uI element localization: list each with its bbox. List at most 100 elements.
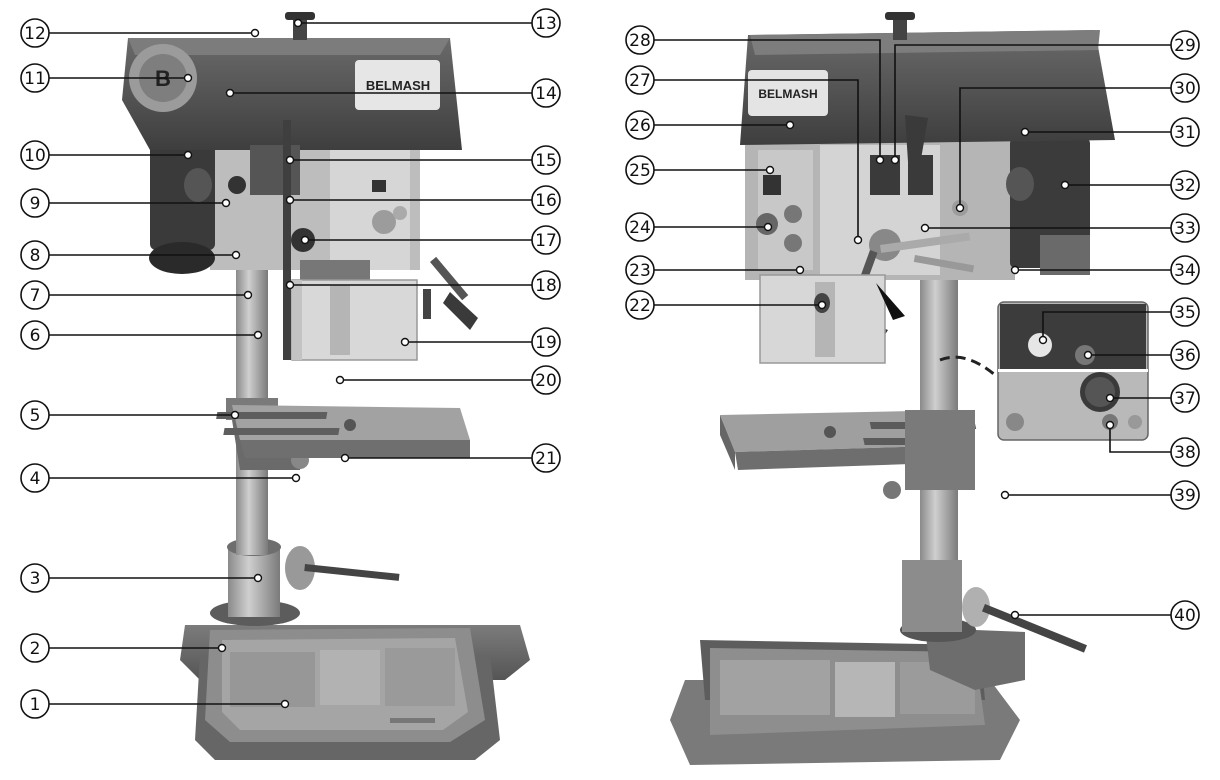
callout-number: 10 <box>24 146 46 166</box>
callout-21: 21 <box>340 443 561 473</box>
callout-circle <box>20 240 50 270</box>
leader-dot <box>765 165 775 175</box>
callout-circle <box>20 188 50 218</box>
leader-dot <box>285 280 295 290</box>
leader-dot <box>253 573 263 583</box>
callout-circle <box>20 563 50 593</box>
callout-number: 1 <box>30 695 41 715</box>
callout-18: 18 <box>285 270 561 300</box>
callout-number: 16 <box>535 191 557 211</box>
callout-number: 18 <box>535 276 557 296</box>
callout-32: 32 <box>1060 170 1200 200</box>
callout-13: 13 <box>293 8 561 38</box>
callout-number: 37 <box>1174 389 1196 409</box>
callout-24: 24 <box>625 212 773 242</box>
callout-number: 40 <box>1174 606 1196 626</box>
leader-dot <box>920 223 930 233</box>
callout-number: 2 <box>30 639 41 659</box>
leader-dot <box>955 203 965 213</box>
callout-14: 14 <box>225 78 561 108</box>
callout-23: 23 <box>625 255 805 285</box>
callout-27: 27 <box>625 65 863 245</box>
callout-26: 26 <box>625 110 795 140</box>
callout-28: 28 <box>625 25 885 165</box>
leader-dot <box>300 235 310 245</box>
leader-line <box>1042 311 1171 340</box>
callout-circle <box>531 270 561 300</box>
callout-number: 27 <box>629 71 651 91</box>
leader-dot <box>1020 127 1030 137</box>
callout-number: 14 <box>535 84 557 104</box>
callout-35: 35 <box>1038 297 1200 345</box>
callout-17: 17 <box>300 225 561 255</box>
leader-dot <box>253 330 263 340</box>
callout-number: 6 <box>30 326 41 346</box>
leader-dot <box>875 155 885 165</box>
callout-number: 19 <box>535 333 557 353</box>
callout-22: 22 <box>625 290 827 320</box>
leader-dot <box>183 73 193 83</box>
callout-number: 5 <box>30 406 41 426</box>
callout-circle <box>20 280 50 310</box>
callout-circle <box>625 155 655 185</box>
leader-dot <box>291 473 301 483</box>
callout-15: 15 <box>285 145 561 175</box>
callout-circle <box>625 65 655 95</box>
callout-circle <box>625 25 655 55</box>
leader-dot <box>890 155 900 165</box>
callout-circle <box>20 63 50 93</box>
callout-number: 31 <box>1174 123 1196 143</box>
leader-dot <box>231 250 241 260</box>
leader-line <box>894 44 1171 160</box>
callout-circle <box>20 689 50 719</box>
leader-dot <box>335 375 345 385</box>
leader-line <box>654 39 881 160</box>
callout-36: 36 <box>1083 340 1200 370</box>
callout-number: 9 <box>30 194 41 214</box>
leader-line <box>1109 425 1171 453</box>
callout-circle <box>625 290 655 320</box>
callout-11: 11 <box>20 63 193 93</box>
callout-number: 20 <box>535 371 557 391</box>
leader-dot <box>1105 393 1115 403</box>
leader-dot <box>1010 610 1020 620</box>
callout-20: 20 <box>335 365 561 395</box>
leader-dot <box>1105 420 1115 430</box>
callout-number: 38 <box>1174 443 1196 463</box>
leader-dot <box>1083 350 1093 360</box>
leader-dot <box>400 337 410 347</box>
callout-number: 22 <box>629 296 651 316</box>
leader-dot <box>243 290 253 300</box>
callout-circle <box>1170 213 1200 243</box>
callout-number: 35 <box>1174 303 1196 323</box>
callout-circle <box>531 145 561 175</box>
callout-circle <box>531 225 561 255</box>
callout-circle <box>1170 600 1200 630</box>
leader-dot <box>1000 490 1010 500</box>
callout-circle <box>531 185 561 215</box>
callout-number: 29 <box>1174 36 1196 56</box>
callout-3: 3 <box>20 563 263 593</box>
callout-29: 29 <box>890 30 1200 165</box>
callout-40: 40 <box>1010 600 1200 630</box>
callout-25: 25 <box>625 155 775 185</box>
leader-dot <box>763 222 773 232</box>
callout-number: 36 <box>1174 346 1196 366</box>
leader-dot <box>183 150 193 160</box>
leader-line <box>654 79 859 240</box>
leader-dot <box>250 28 260 38</box>
callout-38: 38 <box>1105 420 1200 467</box>
callout-circle <box>531 327 561 357</box>
callout-circle <box>20 320 50 350</box>
leader-dot <box>817 300 827 310</box>
callout-number: 15 <box>535 151 557 171</box>
callout-9: 9 <box>20 188 231 218</box>
callout-circle <box>20 463 50 493</box>
callout-12: 12 <box>20 18 260 48</box>
callout-31: 31 <box>1020 117 1200 147</box>
leader-dot <box>217 643 227 653</box>
leader-dot <box>1010 265 1020 275</box>
callout-circle <box>531 365 561 395</box>
callout-circle <box>531 78 561 108</box>
leader-dot <box>1060 180 1070 190</box>
